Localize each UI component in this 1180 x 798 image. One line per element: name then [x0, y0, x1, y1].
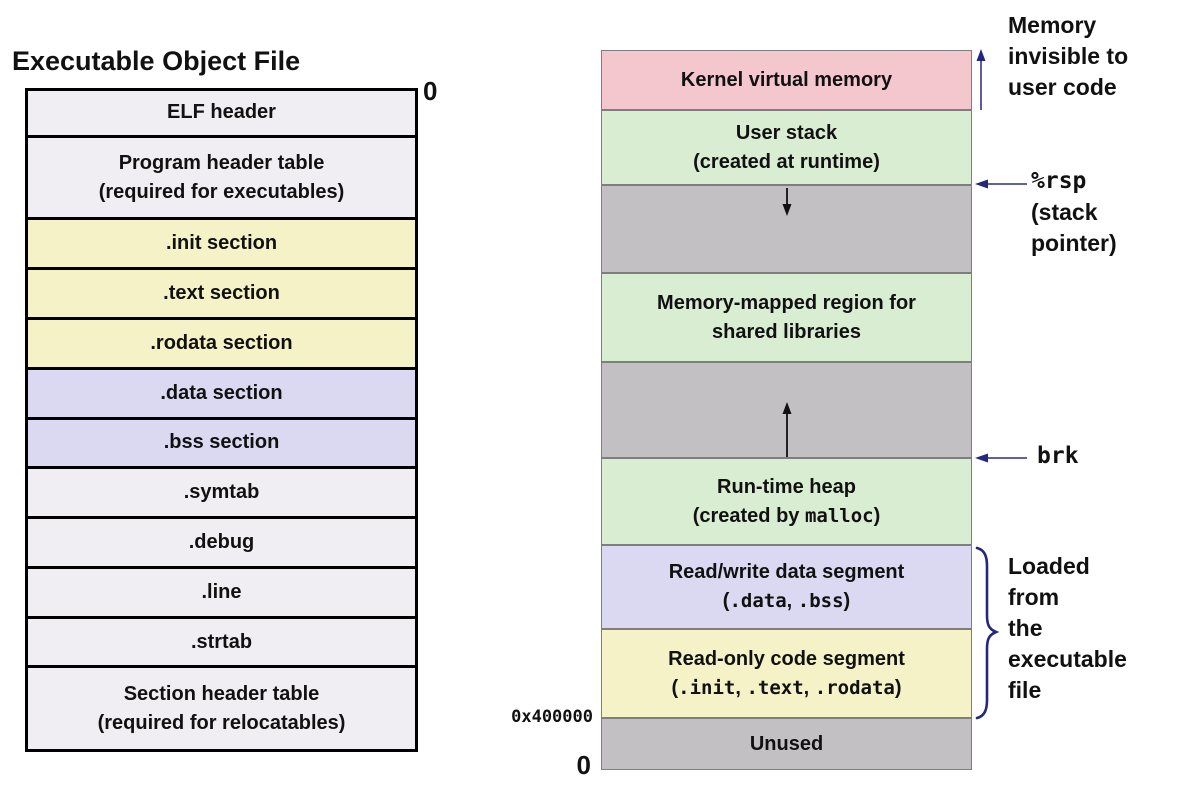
- memory-box-stack-growth-gap: [601, 185, 972, 273]
- base-address-label: 0x400000: [511, 707, 593, 727]
- file-row-debug: .debug: [28, 519, 415, 569]
- kernel-invisible-arrow: [976, 49, 986, 110]
- file-row-init-section: .init section: [28, 220, 415, 271]
- executable-object-file-table: ELF header Program header table (require…: [25, 88, 418, 752]
- memory-box-kernel-virtual-memory: Kernel virtual memory: [601, 50, 972, 110]
- memory-box-runtime-heap: Run-time heap (created by malloc): [601, 458, 972, 545]
- memory-box-heap-growth-gap: [601, 362, 972, 458]
- memory-box-user-stack: User stack (created at runtime): [601, 110, 972, 185]
- left-panel-title: Executable Object File: [12, 46, 301, 76]
- memory-box-ro-code-segment: Read-only code segment (.init, .text, .r…: [601, 629, 972, 718]
- loaded-from-executable-label: Loaded from the executable file: [1008, 553, 1127, 703]
- file-row-data-section: .data section: [28, 369, 415, 420]
- memory-box-rw-data-segment: Read/write data segment (.data, .bss): [601, 545, 972, 629]
- file-offset-zero-label: 0: [423, 76, 438, 106]
- brk-arrow: [975, 453, 1027, 463]
- address-zero-label: 0: [576, 750, 591, 780]
- file-row-section-header-table: Section header table (required for reloc…: [28, 668, 415, 750]
- rsp-arrow: [975, 179, 1027, 189]
- memory-box-unused: Unused: [601, 718, 972, 770]
- file-row-bss-section: .bss section: [28, 419, 415, 470]
- loaded-brace: [975, 546, 1000, 720]
- file-row-rodata-section: .rodata section: [28, 319, 415, 370]
- file-row-strtab: .strtab: [28, 618, 415, 669]
- file-row-line: .line: [28, 568, 415, 619]
- brk-label: brk: [1037, 443, 1079, 469]
- file-row-program-header-table: Program header table (required for execu…: [28, 137, 415, 221]
- memory-box-memory-mapped-region: Memory-mapped region for shared librarie…: [601, 273, 972, 362]
- file-row-symtab: .symtab: [28, 469, 415, 520]
- stack-pointer-label: %rsp (stack pointer): [1031, 168, 1117, 256]
- file-row-elf-header: ELF header: [28, 91, 415, 138]
- file-row-text-section: .text section: [28, 270, 415, 320]
- memory-invisible-label: Memory invisible to user code: [1008, 12, 1129, 100]
